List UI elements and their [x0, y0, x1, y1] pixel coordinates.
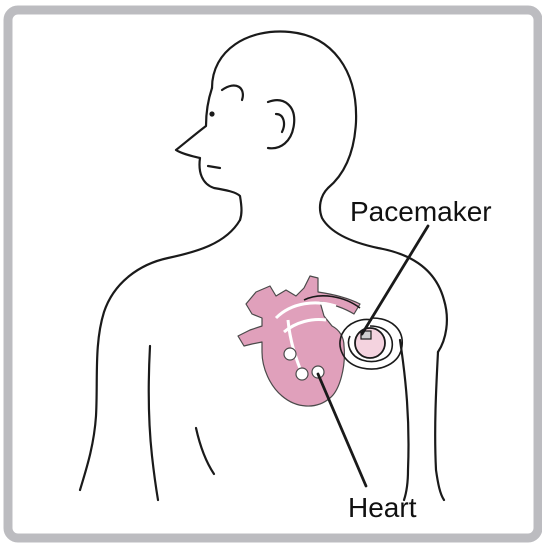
- pacemaker-device-icon: [355, 328, 385, 358]
- eye: [209, 111, 214, 116]
- heart-label: Heart: [348, 492, 417, 523]
- frame-border: [8, 10, 538, 538]
- pacemaker-label: Pacemaker: [350, 196, 492, 227]
